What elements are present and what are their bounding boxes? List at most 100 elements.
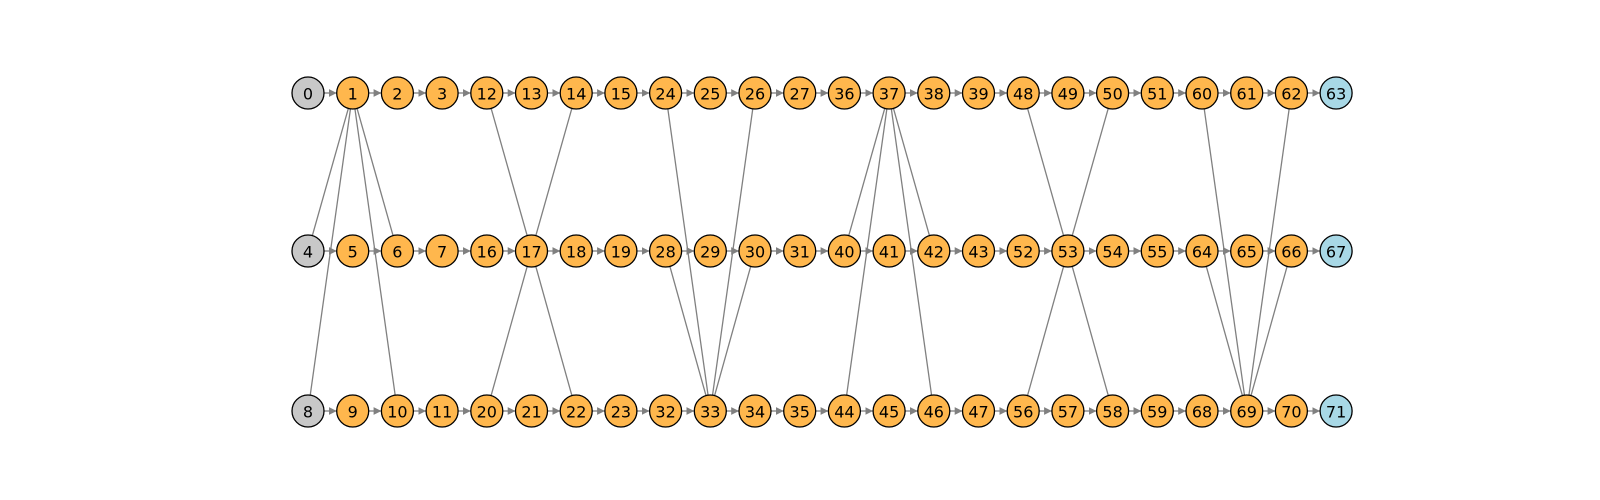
node-38: 38: [917, 76, 951, 110]
node-circle: [1095, 394, 1130, 428]
node-label: 69: [1237, 403, 1257, 422]
edge-62-69: [1248, 108, 1290, 396]
node-label: 6: [392, 243, 402, 262]
node-label: 2: [392, 85, 402, 104]
node-circle: [1319, 76, 1353, 110]
edge-1-8: [309, 108, 352, 396]
node-63: 63: [1319, 76, 1353, 110]
node-2: 2: [380, 76, 415, 110]
node-label: 17: [521, 243, 541, 262]
node-27: 27: [783, 76, 817, 110]
node-label: 5: [348, 243, 358, 262]
node-circle: [559, 76, 593, 110]
node-label: 8: [303, 403, 313, 422]
node-label: 50: [1102, 85, 1122, 104]
node-label: 68: [1192, 403, 1212, 422]
node-label: 70: [1281, 403, 1301, 422]
node-circle: [648, 394, 683, 428]
node-label: 40: [834, 243, 854, 262]
node-label: 13: [521, 85, 541, 104]
edge-1-10: [354, 108, 396, 396]
node-circle: [1095, 76, 1130, 110]
node-circle: [693, 234, 727, 268]
node-31: 31: [783, 234, 817, 268]
node-circle: [336, 234, 370, 268]
node-circle: [1140, 76, 1174, 110]
edge-37-44: [845, 108, 888, 396]
node-circle: [648, 76, 683, 110]
edge-17-20: [490, 266, 528, 396]
node-circle: [1006, 394, 1040, 428]
node-58: 58: [1095, 394, 1130, 428]
edge-14-17: [535, 108, 573, 236]
node-33: 33: [693, 394, 727, 428]
node-label: 26: [745, 85, 765, 104]
node-circle: [961, 394, 996, 428]
node-circle: [1319, 234, 1353, 268]
node-15: 15: [604, 76, 638, 110]
node-circle: [291, 394, 325, 428]
node-label: 23: [611, 403, 631, 422]
node-circle: [470, 76, 504, 110]
node-label: 15: [611, 85, 631, 104]
node-label: 61: [1237, 85, 1257, 104]
node-11: 11: [425, 394, 459, 428]
node-1: 1: [336, 76, 370, 110]
node-64: 64: [1185, 234, 1219, 268]
node-70: 70: [1274, 394, 1309, 428]
node-circle: [1140, 234, 1174, 268]
node-circle: [917, 76, 951, 110]
edge-28-33: [669, 266, 707, 396]
node-6: 6: [380, 234, 415, 268]
node-7: 7: [425, 234, 459, 268]
node-label: 14: [566, 85, 586, 104]
node-label: 56: [1013, 403, 1033, 422]
node-19: 19: [604, 234, 638, 268]
node-circle: [514, 76, 549, 110]
node-label: 30: [745, 243, 765, 262]
node-label: 64: [1192, 243, 1212, 262]
node-circle: [1051, 394, 1085, 428]
node-circle: [1230, 76, 1264, 110]
node-39: 39: [961, 76, 996, 110]
node-circle: [961, 76, 996, 110]
edge-37-46: [890, 108, 933, 396]
node-label: 42: [924, 243, 944, 262]
node-label: 38: [924, 85, 944, 104]
node-label: 43: [968, 243, 988, 262]
node-40: 40: [827, 234, 862, 268]
node-label: 12: [477, 85, 497, 104]
edge-53-56: [1026, 266, 1065, 396]
node-8: 8: [291, 394, 325, 428]
edge-53-58: [1071, 266, 1109, 396]
node-59: 59: [1140, 394, 1174, 428]
edge-37-42: [892, 108, 931, 236]
node-22: 22: [559, 394, 593, 428]
node-label: 67: [1326, 243, 1346, 262]
node-29: 29: [693, 234, 727, 268]
node-circle: [1274, 76, 1309, 110]
node-57: 57: [1051, 394, 1085, 428]
node-circle: [1274, 234, 1309, 268]
node-3: 3: [425, 76, 459, 110]
edge-37-40: [848, 108, 886, 236]
node-62: 62: [1274, 76, 1309, 110]
node-label: 0: [303, 85, 313, 104]
node-label: 49: [1058, 85, 1078, 104]
node-34: 34: [738, 394, 772, 428]
node-circle: [291, 234, 325, 268]
node-circle: [693, 394, 727, 428]
edge-50-53: [1071, 108, 1109, 236]
node-label: 44: [834, 403, 854, 422]
node-circle: [604, 234, 638, 268]
node-circle: [872, 234, 906, 268]
edges-layer: [309, 89, 1321, 415]
node-label: 53: [1058, 243, 1078, 262]
edge-26-33: [711, 108, 754, 396]
node-circle: [380, 76, 415, 110]
edge-66-69: [1250, 266, 1288, 396]
node-label: 39: [968, 85, 988, 104]
node-label: 35: [790, 403, 810, 422]
node-46: 46: [917, 394, 951, 428]
node-label: 63: [1326, 85, 1346, 104]
